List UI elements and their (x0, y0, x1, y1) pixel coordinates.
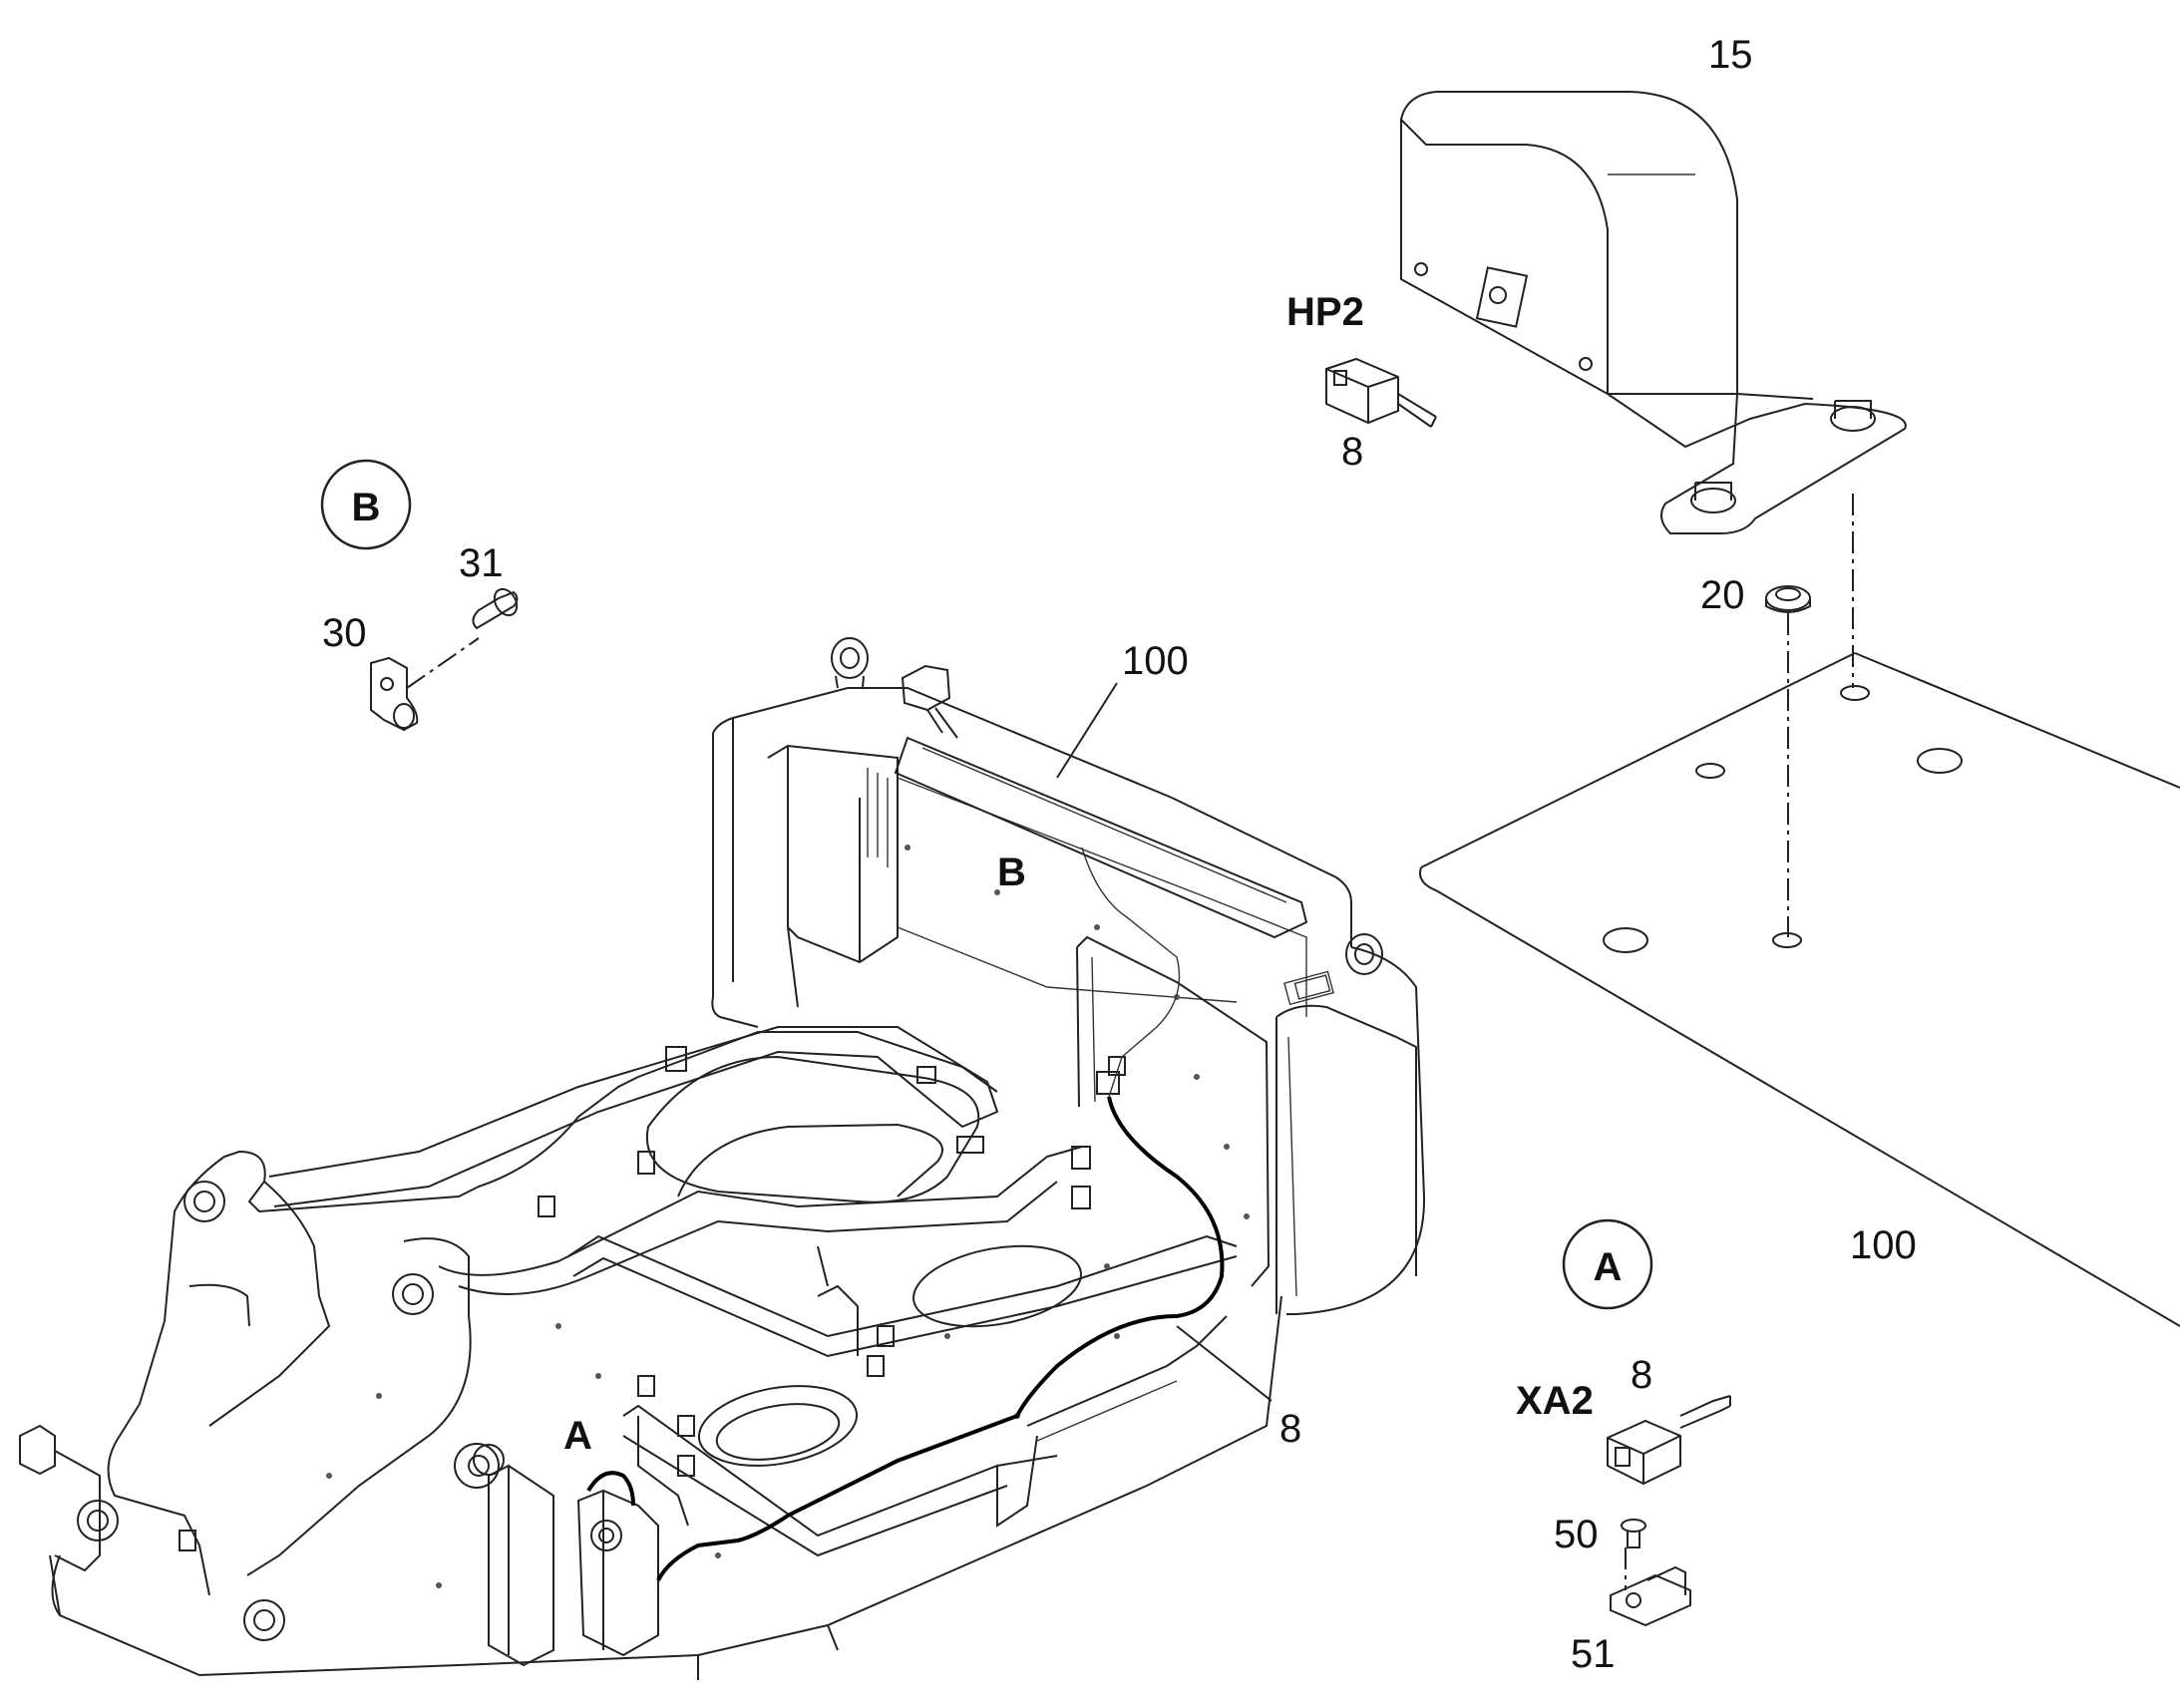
connector-xa2 (1607, 1395, 1731, 1486)
part-number-50: 50 (1554, 1513, 1599, 1556)
part-number-51: 51 (1571, 1632, 1616, 1676)
alignment-line-clamp-bolt (406, 637, 480, 689)
grommet-part-20 (1765, 585, 1811, 613)
detail-a-marker: A (1594, 1245, 1623, 1289)
part-number-8-harness: 8 (1279, 1407, 1301, 1451)
part-number-100-frame: 100 (1122, 639, 1189, 683)
part-number-100-plate: 100 (1850, 1223, 1917, 1267)
harness-cable-branch-a (586, 1471, 635, 1507)
machine-frame (19, 637, 1426, 1680)
screw-part-50 (1621, 1519, 1646, 1548)
floor-plate-part-100 (1419, 652, 2180, 1327)
part-number-15: 15 (1708, 33, 1753, 77)
detail-a-circle (1562, 1218, 1653, 1310)
frame-marker-b: B (997, 851, 1026, 894)
part-number-8-top: 8 (1341, 430, 1363, 474)
cover-part-15 (1399, 91, 1907, 534)
part-number-20: 20 (1700, 573, 1745, 617)
connector-hp2 (1325, 357, 1437, 428)
bolt-part-31 (472, 587, 519, 630)
harness-wire-b (1081, 847, 1181, 1098)
leader-100-frame (1056, 682, 1118, 779)
part-number-8-detail-a: 8 (1631, 1353, 1652, 1397)
frame-marker-a: A (563, 1414, 592, 1458)
detail-b-circle (320, 459, 412, 550)
part-number-30: 30 (322, 611, 367, 655)
part-number-31: 31 (459, 541, 504, 585)
connector-label-hp2: HP2 (1286, 290, 1364, 334)
detail-b-marker: B (352, 486, 381, 529)
leader-8-harness (1176, 1325, 1272, 1402)
clamp-part-30 (370, 656, 419, 732)
bracket-part-51 (1610, 1565, 1691, 1627)
harness-cable-part-8 (656, 1096, 1225, 1581)
connector-label-xa2: XA2 (1516, 1379, 1594, 1423)
